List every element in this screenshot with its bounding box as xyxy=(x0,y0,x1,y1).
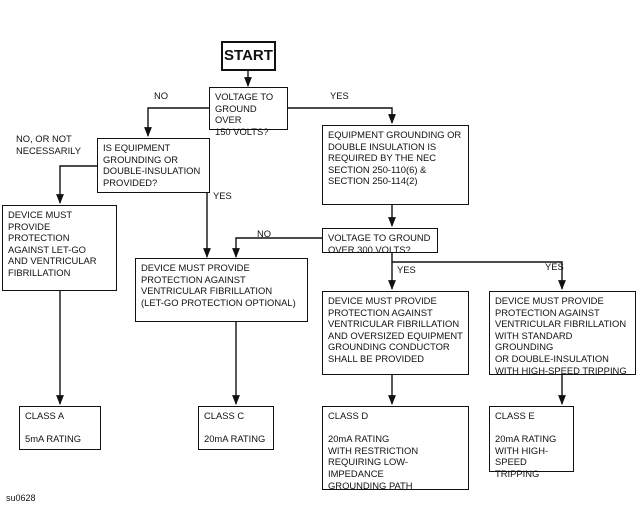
edge-label-over300-yes-e: YES xyxy=(545,261,564,272)
edge-label-grounding-yes: YES xyxy=(213,190,232,201)
edge-label-over150-yes: YES xyxy=(330,90,349,101)
edge-over300-yes xyxy=(391,252,566,290)
class-d-box: CLASS D 20mA RATING WITH RESTRICTION REQ… xyxy=(322,406,469,491)
edge-over150-yes xyxy=(288,107,396,124)
statement-high-speed-tripping: DEVICE MUST PROVIDE PROTECTION AGAINST V… xyxy=(489,291,636,376)
edge-over150-no xyxy=(144,107,209,137)
edge-label-over300-no: NO xyxy=(257,228,272,239)
decision-grounding-provided: IS EQUIPMENT GROUNDING OR DOUBLE-INSULAT… xyxy=(97,138,210,193)
figure-code: su0628 xyxy=(6,493,36,503)
edge-over300-no xyxy=(232,237,322,258)
statement-nec-required: EQUIPMENT GROUNDING OR DOUBLE INSULATION… xyxy=(322,125,469,205)
decision-over-150-volts: VOLTAGE TO GROUND OVER 150 VOLTS? xyxy=(209,87,288,137)
edge-label-over300-yes-d: YES xyxy=(397,264,416,275)
class-e-box: CLASS E 20mA RATING WITH HIGH-SPEED TRIP… xyxy=(489,406,574,479)
statement-letgo-protection: DEVICE MUST PROVIDE PROTECTION AGAINST L… xyxy=(2,205,117,291)
class-a-box: CLASS A 5mA RATING xyxy=(19,406,101,450)
decision-over-300-volts: VOLTAGE TO GROUND OVER 300 VOLTS? xyxy=(322,228,438,255)
class-c-box: CLASS C 20mA RATING xyxy=(198,406,274,450)
start-node: START xyxy=(221,41,276,71)
edge-grounding-no xyxy=(56,165,98,204)
statement-oversized-conductor: DEVICE MUST PROVIDE PROTECTION AGAINST V… xyxy=(322,291,469,375)
edge-label-over150-no: NO xyxy=(154,90,169,101)
statement-vf-protection: DEVICE MUST PROVIDE PROTECTION AGAINST V… xyxy=(135,258,308,322)
edge-label-grounding-no: NO, OR NOT NECESSARILY xyxy=(16,133,81,156)
